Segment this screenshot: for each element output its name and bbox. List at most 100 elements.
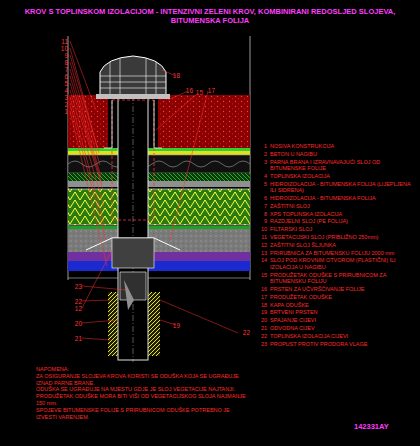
callout-number: 20 [70,320,82,327]
legend-text: SPAJANJE CIJEVI [270,317,416,324]
legend-row: 7ZAŠTITNI SLOJ [256,203,416,210]
legend-row: 15PRODUŽETAK ODUŠKE S PRIRUBNICOM ZA BIT… [256,272,416,285]
legend-row: 16PRSTEN ZA UČVRŠĆIVANJE FOLIJE [256,286,416,293]
legend-text: SLOJ POD KROVNIM OTVOROM (PLASTIČNI) ILI… [270,257,416,270]
legend-number: 3 [256,159,270,172]
legend-row: 18KAPA ODUŠKE [256,302,416,309]
callout-number: 10 [56,45,68,52]
legend-text: XPS TOPLINSKA IZOLACIJA [270,211,416,218]
legend-text: KAPA ODUŠKE [270,302,416,309]
legend-number: 17 [256,294,270,301]
legend-number: 13 [256,250,270,257]
legend-text: ZAŠTITNI SLOJ [270,203,416,210]
note-text: PRODUŽETAK ODUŠKE MORA BITI VIŠI OD VEGE… [36,393,250,407]
legend-text: PRODUŽETAK ODUŠKE [270,294,416,301]
legend-row: 3PARNA BRANA I IZRAVNAVAJUĆI SLOJ OD BIT… [256,159,416,172]
note-text: NAPOMENA: [36,366,250,373]
callout-number: 5 [56,80,68,87]
callout-number: 22 [70,298,82,305]
legend-number: 16 [256,286,270,293]
legend-number: 2 [256,151,270,158]
legend-number: 10 [256,226,270,233]
callout-number: 22 [238,329,250,336]
callout-number: 7 [56,66,68,73]
callout-number: 17 [203,87,215,94]
legend-row: 4TOPLINSKA IZOLACIJA [256,173,416,180]
legend-row: 14SLOJ POD KROVNIM OTVOROM (PLASTIČNI) I… [256,257,416,270]
note-text: ODUŠKA SE UGRAĐUJE NA MJESTU GDJE JE SLO… [36,386,250,393]
legend-row: 5HIDROIZOLACIJA - BITUMENSKA FOLIJA (LIJ… [256,181,416,194]
legend-number: 1 [256,143,270,150]
callout-number: 21 [70,335,82,342]
legend-number: 12 [256,242,270,249]
callout-number: 18 [168,72,180,79]
legend-number: 15 [256,272,270,285]
legend-row: 19BRTVENI PRSTEN [256,309,416,316]
legend-number: 18 [256,302,270,309]
legend-number: 6 [256,195,270,202]
legend-text: ZAŠTITNI SLOJ ŠLJUNKA [270,242,416,249]
legend-list: 1NOSIVA KONSTRUKCIJA2BETON U NAGIBU3PARN… [256,143,416,348]
legend-row: 13PRIRUBNICA ZA BITUMENSKU FOLIJU 2000 m… [256,250,416,257]
legend-text: BRTVENI PRSTEN [270,309,416,316]
legend-row: 2BETON U NAGIBU [256,151,416,158]
legend-number: 14 [256,257,270,270]
legend-row: 6HIDROIZOLACIJA - BITUMENSKA FOLIJA [256,195,416,202]
callout-number: 9 [56,52,68,59]
legend-row: 21ODVODNA CIJEV [256,325,416,332]
callout-number: 6 [56,73,68,80]
callout-number: 16 [181,87,193,94]
legend-row: 23PROPUST PROTIV PRODORA VLAGE [256,341,416,348]
legend-text: PRSTEN ZA UČVRŠĆIVANJE FOLIJE [270,286,416,293]
legend-text: HIDROIZOLACIJA - BITUMENSKA FOLIJA (LIJE… [270,181,416,194]
legend-row: 11VEGETACIJSKI SLOJ (PRIBLIŽNO 250mm) [256,234,416,241]
legend-text: RAZDJELNI SLOJ (PE FOLIJA) [270,218,416,225]
legend-number: 7 [256,203,270,210]
callout-number: 12 [70,305,82,312]
note-text: SPOJEVE BITUMENSKE FOLIJE S PRIRUBNICOM … [36,407,250,421]
legend-text: PROPUST PROTIV PRODORA VLAGE [270,341,416,348]
legend-text: PRIRUBNICA ZA BITUMENSKU FOLIJU 2000 mm [270,250,416,257]
legend-row: 8XPS TOPLINSKA IZOLACIJA [256,211,416,218]
legend-text: BETON U NAGIBU [270,151,416,158]
legend-number: 21 [256,325,270,332]
legend-number: 22 [256,333,270,340]
legend-number: 8 [256,211,270,218]
legend-text: TOPLINSKA IZOLACIJA [270,173,416,180]
callout-number: 11 [56,38,68,45]
title: KROV S TOPLINSKOM IZOLACIJOM - INTENZIVN… [12,7,408,25]
legend-row: 20SPAJANJE CIJEVI [256,317,416,324]
legend-number: 23 [256,341,270,348]
legend-text: FILTARSKI SLOJ [270,226,416,233]
legend-row: 22TOPLINSKA IZOLACIJA CIJEVI [256,333,416,340]
legend-row: 9RAZDJELNI SLOJ (PE FOLIJA) [256,218,416,225]
callout-number: 19 [168,322,180,329]
legend-number: 11 [256,234,270,241]
callout-number: 4 [56,87,68,94]
legend-text: NOSIVA KONSTRUKCIJA [270,143,416,150]
legend-number: 5 [256,181,270,194]
legend-number: 20 [256,317,270,324]
legend-row: 12ZAŠTITNI SLOJ ŠLJUNKA [256,242,416,249]
callout-number: 15 [191,89,203,96]
legend-text: TOPLINSKA IZOLACIJA CIJEVI [270,333,416,340]
callout-number: 1 [56,108,68,115]
note-text: ZA OSIGURANJE SLOJEVA KROVA KORISTI SE O… [36,373,250,387]
legend-text: ODVODNA CIJEV [270,325,416,332]
legend-row: 10FILTARSKI SLOJ [256,226,416,233]
legend-number: 4 [256,173,270,180]
legend-number: 9 [256,218,270,225]
legend-text: PARNA BRANA I IZRAVNAVAJUĆI SLOJ OD BITU… [270,159,416,172]
notes: NAPOMENA:ZA OSIGURANJE SLOJEVA KROVA KOR… [36,366,250,420]
callout-number: 23 [70,283,82,290]
legend-text: HIDROIZOLACIJA - BITUMENSKA FOLIJA [270,195,416,202]
callout-number: 2 [56,101,68,108]
legend-number: 19 [256,309,270,316]
drawing-code: 142331AY [354,422,389,431]
callout-number: 3 [56,94,68,101]
legend-text: VEGETACIJSKI SLOJ (PRIBLIŽNO 250mm) [270,234,416,241]
legend-row: 1NOSIVA KONSTRUKCIJA [256,143,416,150]
legend-row: 17PRODUŽETAK ODUŠKE [256,294,416,301]
